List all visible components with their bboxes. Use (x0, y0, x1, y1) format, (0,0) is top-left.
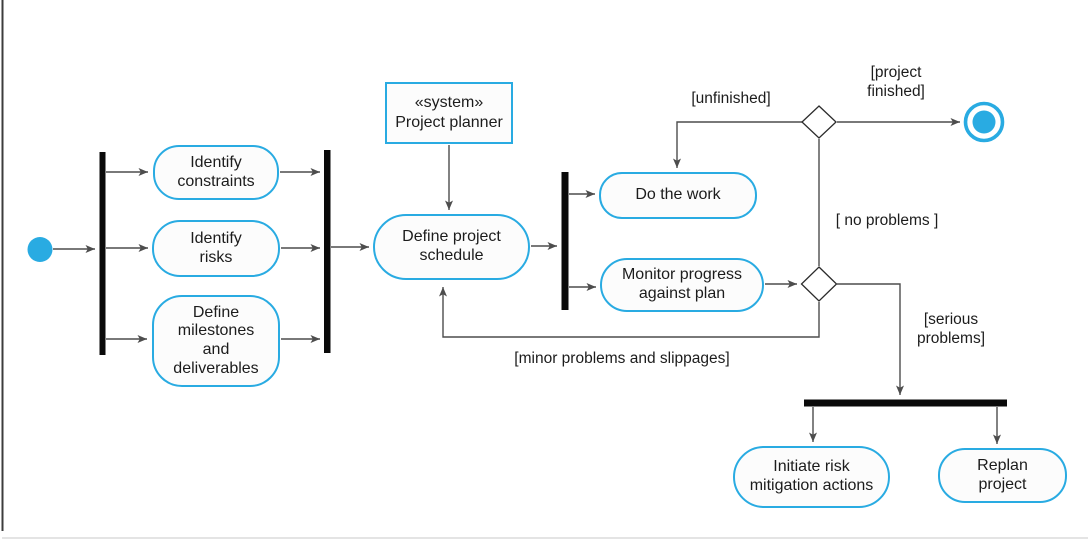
activity-define-schedule: Define project schedule (373, 214, 530, 280)
guard-project-finished: [project finished] (867, 64, 925, 100)
edge-decision2-to-schedule-loop (439, 287, 820, 338)
fork-bar-1 (99, 152, 106, 355)
guard-serious-problems: [serious problems] (916, 311, 986, 347)
fork-bar-2 (561, 172, 569, 310)
edge-decision2-to-join2-serious (837, 283, 904, 395)
start-node (27, 237, 53, 262)
activity-monitor-progress: Monitor progress against plan (600, 258, 764, 312)
activity-define-milestones: Define milestones and deliverables (152, 295, 280, 387)
guard-unfinished: [unfinished] (691, 90, 771, 107)
activity-replan-project: Replan project (938, 448, 1067, 503)
join-bar-1 (324, 150, 331, 353)
join-bar-2 (804, 399, 1007, 407)
activity-identify-constraints: Identify constraints (153, 145, 279, 200)
guard-minor-problems: [minor problems and slippages] (514, 350, 730, 367)
activity-do-the-work: Do the work (599, 172, 757, 219)
guard-no-problems: [ no problems ] (835, 212, 939, 229)
edge-decision1-to-dowork-unfinished (673, 121, 802, 168)
decision-diamond-finished (801, 105, 837, 139)
end-node-core (972, 110, 996, 134)
system-annotation-box: «system» Project planner (385, 82, 513, 144)
activity-initiate-risk-mitigation: Initiate risk mitigation actions (733, 446, 890, 508)
decision-diamond-problems (800, 266, 838, 302)
activity-identify-risks: Identify risks (152, 220, 280, 277)
